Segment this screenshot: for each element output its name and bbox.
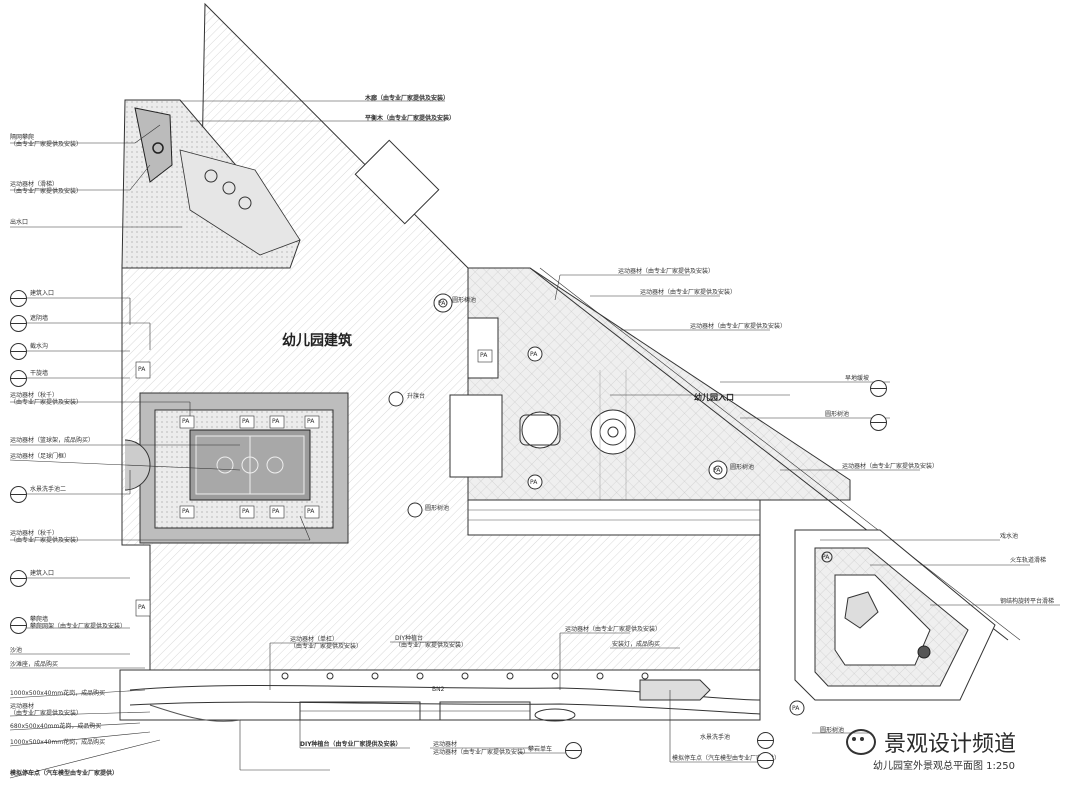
entrance-label: 幼儿园入口 [694, 393, 734, 402]
road-label: BN2 [432, 686, 445, 693]
pa-mark: PA [182, 418, 190, 425]
pa-mark: PA [530, 351, 538, 358]
pa-mark: PA [792, 705, 800, 712]
callout-marker [757, 732, 774, 749]
right-label: 钢结构旋转平台滑梯 [1000, 598, 1055, 605]
bottom-label: DIY种植台（由专业厂家提供及安装） [395, 635, 468, 649]
bottom-label: 模拟停车点（汽车模型由专业厂家提供） [672, 755, 781, 762]
right-label: 圆形树池 [825, 411, 850, 418]
bottom-label: DIY种植台（由专业厂家提供及安装） [300, 741, 402, 748]
callout-marker [10, 486, 27, 503]
kindergarten-building [121, 2, 761, 671]
callout-marker [10, 370, 27, 387]
top-label: 平衡木（由专业厂家提供及安装） [365, 115, 456, 122]
pa-mark: PA [272, 418, 280, 425]
left-label: 运动器材（滑梯）（由专业厂家提供及安装） [10, 181, 83, 195]
center-label: 圆形树池 [730, 464, 755, 471]
right-label: 运动器材（由专业厂家提供及安装） [640, 289, 737, 296]
pa-mark: PA [822, 554, 830, 561]
pa-mark: PA [530, 479, 538, 486]
left-label: 干旋墙 [30, 370, 49, 377]
flag-platform [521, 411, 559, 449]
pa-mark: PA [182, 508, 190, 515]
right-label: 运动器材（由专业厂家提供及安装） [690, 323, 787, 330]
entrance-plaza [467, 267, 851, 501]
callout-marker [10, 290, 27, 307]
callout-marker [10, 315, 27, 332]
callout-marker [565, 742, 582, 759]
left-label: 出水口 [10, 219, 29, 226]
pa-mark: PA [307, 418, 315, 425]
center-label: 圆形树池 [425, 505, 450, 512]
pa-mark: PA [242, 418, 250, 425]
left-label: 运动器材（秋千）（由专业厂家提供及安装） [10, 392, 83, 406]
pa-mark: PA [480, 352, 488, 359]
left-label: 运动器材（秋千）（由专业厂家提供及安装） [10, 530, 83, 544]
left-label: 建筑入口 [30, 570, 55, 577]
bottom-label: 攀岩单车 [528, 746, 553, 753]
callout-marker [870, 380, 887, 397]
left-label: 运动器材（足球门框） [10, 453, 71, 460]
pa-mark: PA [242, 508, 250, 515]
bottom-label: 安装灯，成品购买 [612, 641, 661, 648]
left-label: 运动器材（由专业厂家提供及安装） [10, 703, 83, 717]
right-label: 圆形树池 [820, 727, 845, 734]
center-label: 圆形树池 [452, 297, 477, 304]
center-label: 升旗台 [407, 393, 426, 400]
callout-marker [10, 343, 27, 360]
left-label: 1000x500x40mm花岗，成品购买 [10, 690, 106, 697]
watermark: 景观设计频道 [846, 726, 1016, 758]
pa-mark: PA [138, 604, 146, 611]
right-label: 火车轨道滑梯 [1010, 557, 1047, 564]
plan-title: 幼儿园室外景观总平面图 1:250 [873, 761, 1015, 772]
left-label: 1000x500x40mm花岗，成品购买 [10, 739, 106, 746]
pa-mark: PA [713, 467, 721, 474]
building-label: 幼儿园建筑 [282, 333, 352, 349]
left-label: 沙池 [10, 647, 23, 654]
pa-mark: PA [272, 508, 280, 515]
left-label: 遮阴墙 [30, 315, 49, 322]
left-label: 隔网攀爬（由专业厂家提供及安装） [10, 134, 83, 148]
wechat-icon [846, 729, 876, 755]
right-label: 运动器材（由专业厂家提供及安装） [618, 268, 715, 275]
callout-marker [10, 617, 27, 634]
callout-marker [757, 752, 774, 769]
callout-marker [870, 414, 887, 431]
left-label: 680x500x40mm花岗，成品购买 [10, 723, 102, 730]
pa-mark: PA [438, 300, 446, 307]
left-label: 模拟停车点（汽车模型由专业厂家提供） [10, 770, 119, 777]
bottom-label: 运动器材（由专业厂家提供及安装） [433, 749, 530, 756]
callout-marker [10, 570, 27, 587]
right-label: 戏水池 [1000, 533, 1019, 540]
bottom-label: 运动器材（单杠）（由专业厂家提供及安装） [290, 636, 363, 650]
left-label: 攀爬墙攀爬网架（由专业厂家提供及安装） [30, 616, 127, 630]
bottom-label: 运动器材 [433, 741, 458, 748]
left-label: 截水沟 [30, 343, 49, 350]
left-label: 沙滩座，成品购买 [10, 661, 59, 668]
bottom-label: 水景洗手池 [700, 734, 731, 741]
left-label: 水景洗手池二 [30, 486, 67, 493]
pa-mark: PA [138, 366, 146, 373]
bottom-label: 运动器材（由专业厂家提供及安装） [565, 626, 662, 633]
left-label: 运动器材（篮球架，成品购买） [10, 437, 95, 444]
top-label: 木廊（由专业厂家提供及安装） [365, 95, 450, 102]
right-label: 运动器材（由专业厂家提供及安装） [842, 463, 939, 470]
left-label: 建筑入口 [30, 290, 55, 297]
right-label: 早地缓坡 [845, 375, 870, 382]
pa-mark: PA [307, 508, 315, 515]
fountain [590, 409, 636, 455]
